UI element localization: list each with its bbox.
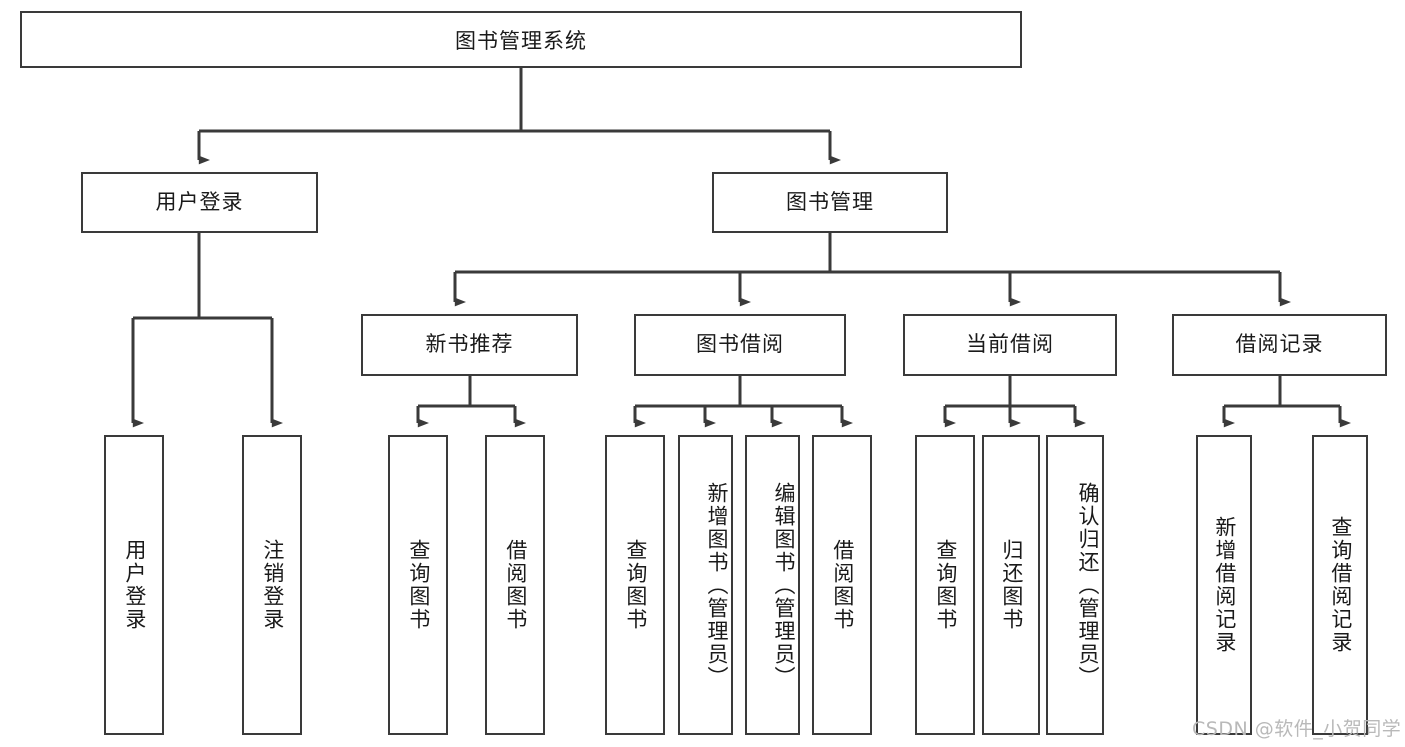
leaf-borrow-record-add-record[interactable]: 新增借阅记录 bbox=[1196, 435, 1252, 735]
leaf-label: 用户登录 bbox=[122, 539, 147, 631]
node-borrow-record[interactable]: 借阅记录 bbox=[1172, 314, 1387, 376]
leaf-user-login-logout[interactable]: 注销登录 bbox=[242, 435, 302, 735]
leaf-label: 查询图书 bbox=[933, 539, 958, 631]
leaf-label: 借阅图书 bbox=[503, 539, 528, 631]
leaf-label: 查询图书 bbox=[406, 539, 431, 631]
leaf-label: 新增借阅记录 bbox=[1212, 516, 1237, 654]
leaf-current-borrow-query-book[interactable]: 查询图书 bbox=[915, 435, 975, 735]
leaf-user-login-login[interactable]: 用户登录 bbox=[104, 435, 164, 735]
leaf-borrow-record-query-record[interactable]: 查询借阅记录 bbox=[1312, 435, 1368, 735]
leaf-new-book-query-book[interactable]: 查询图书 bbox=[388, 435, 448, 735]
csdn-watermark: CSDN @软件_小贺同学 bbox=[1192, 718, 1402, 740]
leaf-label: 确认归还（管理员） bbox=[1076, 481, 1100, 689]
leaf-book-borrow-query-book[interactable]: 查询图书 bbox=[605, 435, 665, 735]
node-user-login[interactable]: 用户登录 bbox=[81, 172, 318, 233]
leaf-label: 归还图书 bbox=[999, 539, 1024, 631]
node-book-management[interactable]: 图书管理 bbox=[712, 172, 948, 233]
leaf-label: 新增图书（管理员） bbox=[705, 481, 729, 689]
leaf-label: 编辑图书（管理员） bbox=[772, 481, 796, 689]
node-root-system[interactable]: 图书管理系统 bbox=[20, 11, 1022, 68]
leaf-new-book-borrow-book[interactable]: 借阅图书 bbox=[485, 435, 545, 735]
leaf-label: 查询借阅记录 bbox=[1328, 516, 1353, 654]
leaf-book-borrow-add-book[interactable]: 新增图书（管理员） bbox=[678, 435, 733, 735]
leaf-current-borrow-return-book[interactable]: 归还图书 bbox=[982, 435, 1040, 735]
leaf-label: 借阅图书 bbox=[830, 539, 855, 631]
leaf-label: 注销登录 bbox=[260, 539, 285, 631]
node-book-borrow[interactable]: 图书借阅 bbox=[634, 314, 846, 376]
leaf-book-borrow-edit-book[interactable]: 编辑图书（管理员） bbox=[745, 435, 800, 735]
leaf-book-borrow-borrow-book[interactable]: 借阅图书 bbox=[812, 435, 872, 735]
leaf-label: 查询图书 bbox=[623, 539, 648, 631]
node-current-borrow[interactable]: 当前借阅 bbox=[903, 314, 1117, 376]
node-new-book-recommend[interactable]: 新书推荐 bbox=[361, 314, 578, 376]
leaf-current-borrow-confirm-return[interactable]: 确认归还（管理员） bbox=[1046, 435, 1104, 735]
